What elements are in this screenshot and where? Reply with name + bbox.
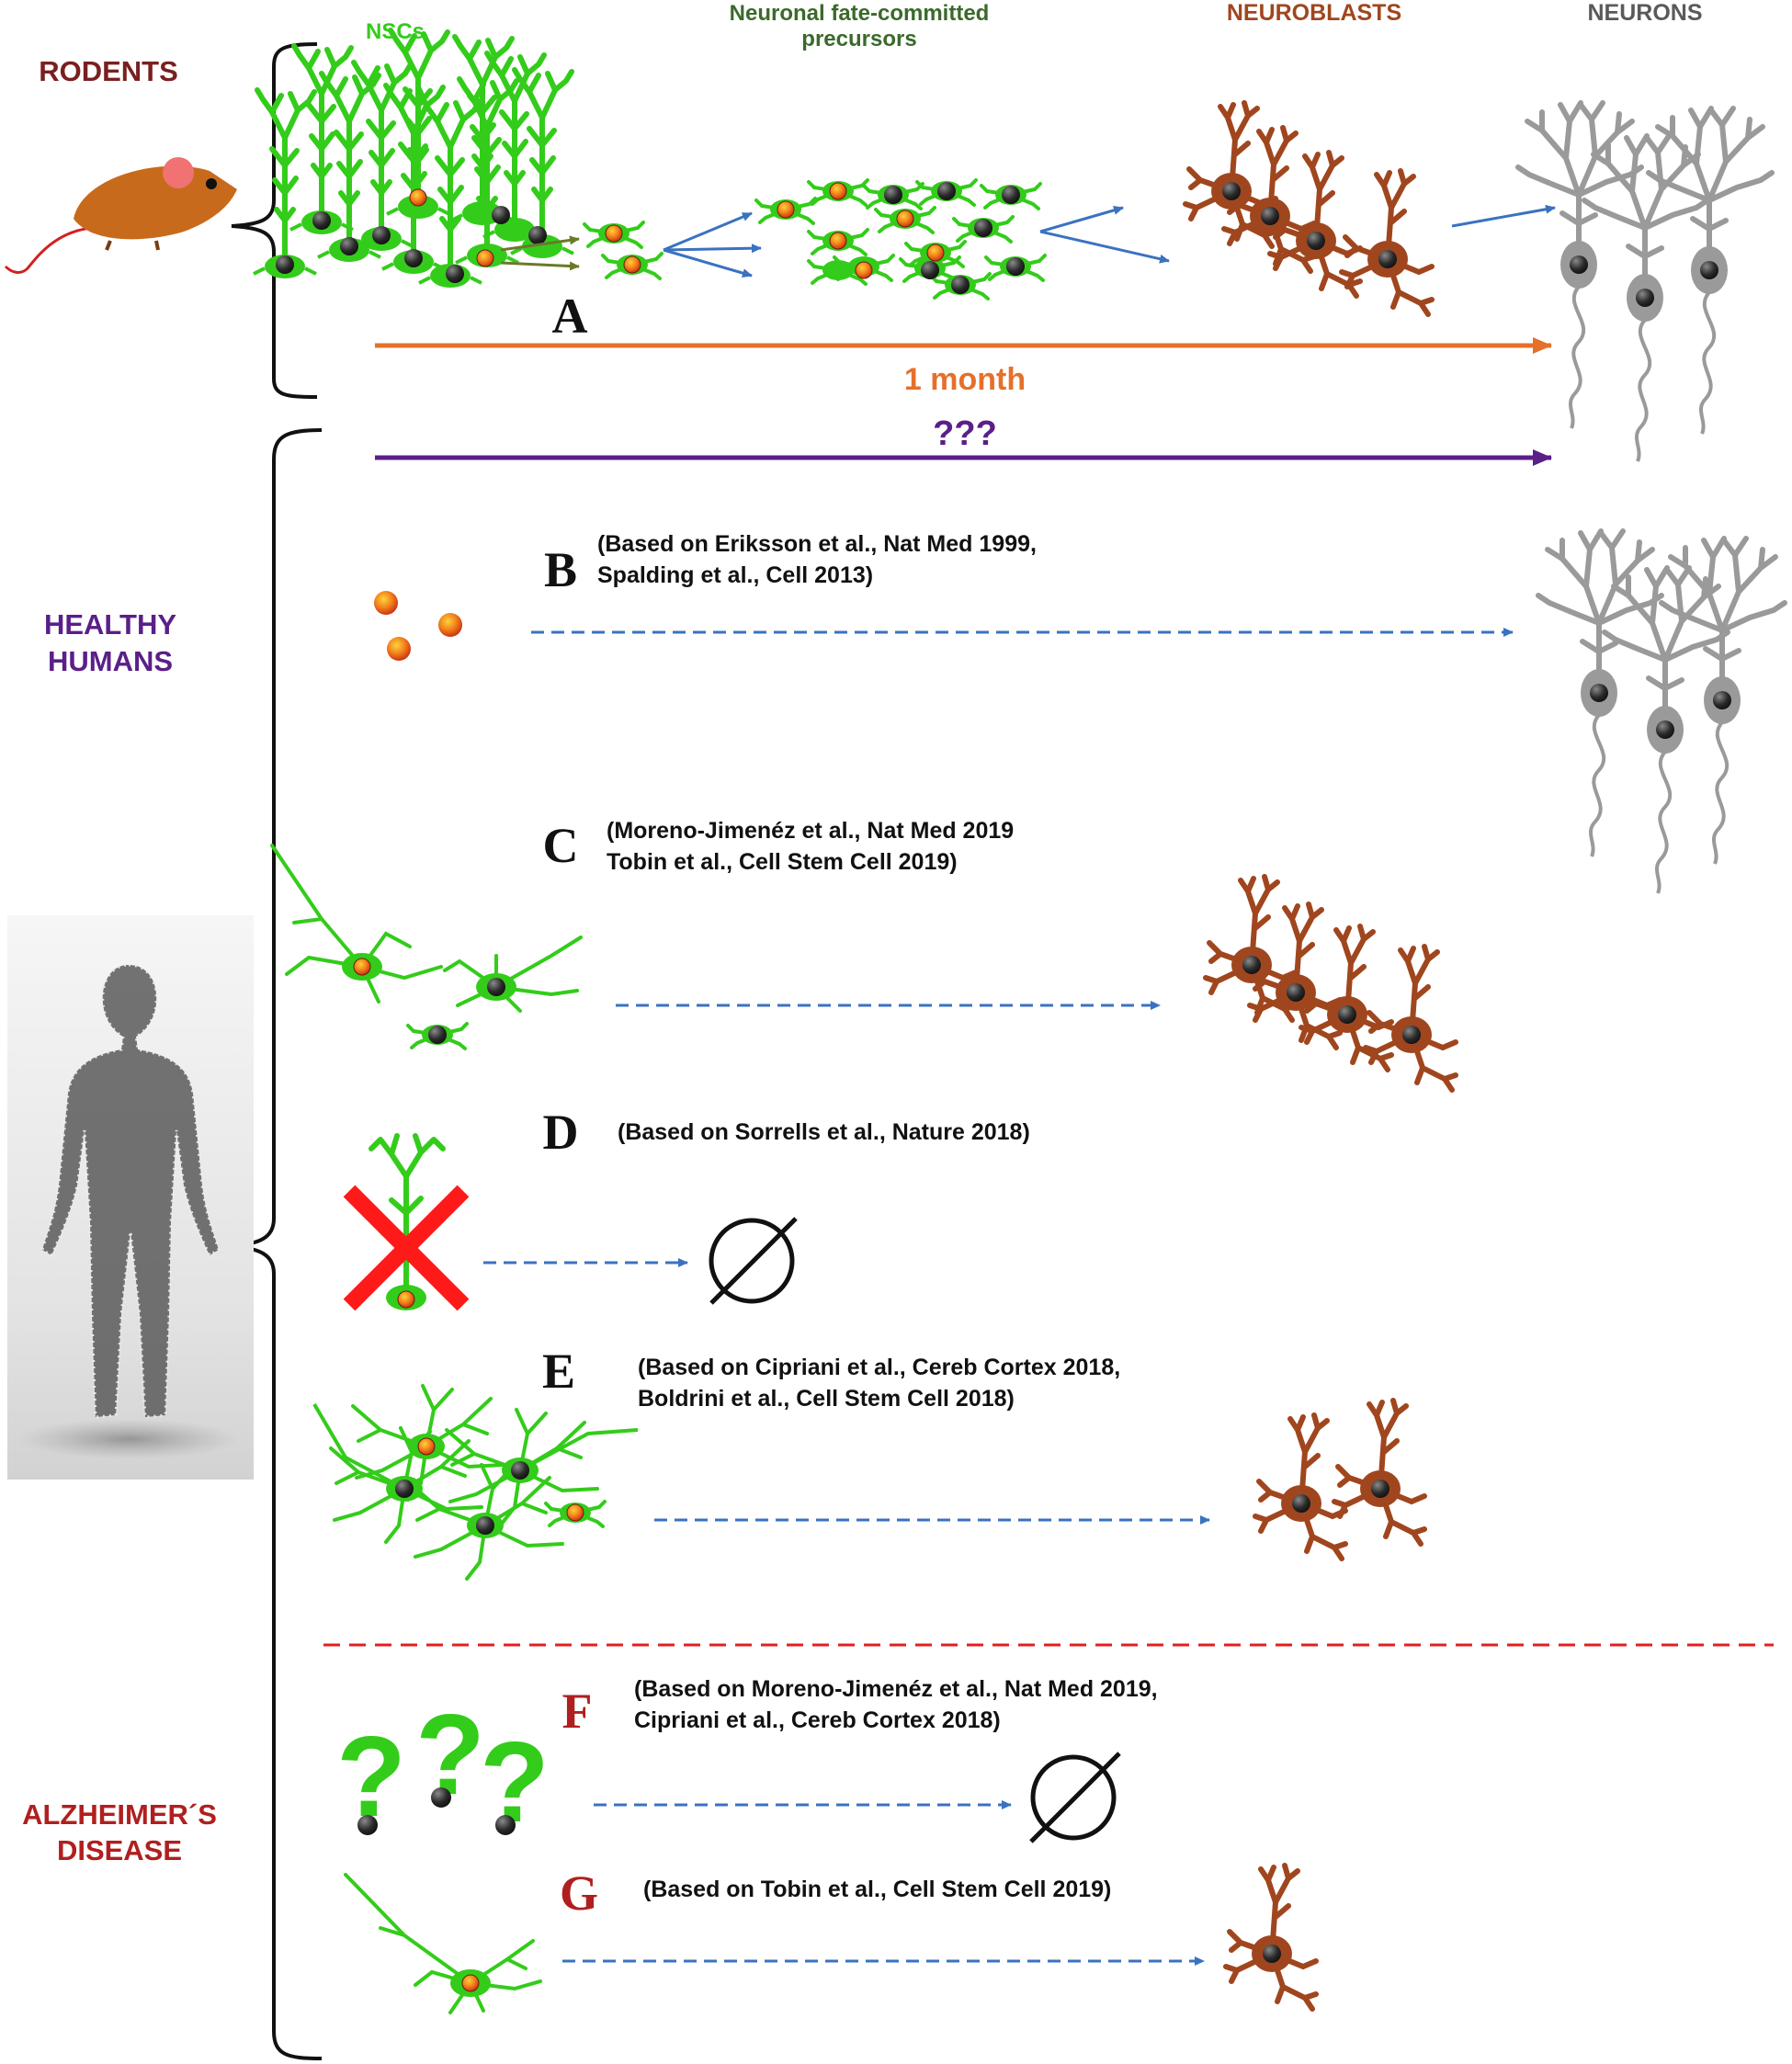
panel-f-ref-line2: Cipriani et al., Cereb Cortex 2018) <box>634 1707 1001 1733</box>
nsc-to-precursor-arrow-2 <box>500 261 580 271</box>
rodent-early-precursors <box>583 221 663 280</box>
human-figure-image <box>7 915 254 1480</box>
rodent-neuroblasts <box>1185 103 1432 314</box>
panel-d-ref-line1: (Based on Sorrells et al., Nature 2018) <box>618 1119 1030 1145</box>
header-neuroblasts: NEUROBLASTS <box>1227 0 1401 26</box>
panel-g-ref-line1: (Based on Tobin et al., Cell Stem Cell 2… <box>643 1877 1111 1902</box>
nsc-to-precursor-arrow-1 <box>500 235 580 252</box>
label-healthy-line1: HEALTHY <box>44 608 176 641</box>
mouse-icon <box>4 157 237 274</box>
panel-b-ref-line2: Spalding et al., Cell 2013) <box>597 562 873 588</box>
panel-e-ref-line1: (Based on Cipriani et al., Cereb Cortex … <box>638 1355 1120 1380</box>
panel-c-ref-line1: (Moreno-Jimenéz et al., Nat Med 2019 <box>607 818 1014 844</box>
label-rodents: RODENTS <box>39 55 178 87</box>
label-healthy-line2: HUMANS <box>48 645 173 677</box>
panel-g-nsc <box>344 1873 542 2014</box>
panel-d-empty-set-icon <box>709 1217 798 1305</box>
label-alz-line1: ALZHEIMER´S <box>22 1798 217 1831</box>
panel-b-ref-line1: (Based on Eriksson et al., Nat Med 1999, <box>597 531 1037 557</box>
header-precursors-line1: Neuronal fate-committed <box>730 1 990 26</box>
neuroblast-to-neuron-arrow <box>1451 204 1556 228</box>
label-alz-line2: DISEASE <box>57 1834 182 1866</box>
header-precursors-line2: precursors <box>801 27 916 51</box>
rodent-nsc-cluster <box>254 30 573 288</box>
panel-g-letter: G <box>560 1866 598 1921</box>
panel-f-ref-line1: (Based on Moreno-Jimenéz et al., Nat Med… <box>634 1676 1158 1702</box>
rodent-duration-label: 1 month <box>904 362 1026 397</box>
panel-d-cross-icon <box>343 1185 470 1311</box>
rodent-brace <box>231 42 318 399</box>
precursor-expansion-arrows <box>663 211 762 278</box>
panel-d-nsc <box>369 1133 446 1310</box>
panel-d-letter: D <box>543 1105 579 1160</box>
panel-f-letter: F <box>562 1684 593 1739</box>
rodent-committed-precursors <box>754 178 1047 301</box>
panel-c-neuroblasts <box>1206 877 1456 1090</box>
panel-f-question-marks: ? ? ? <box>336 1692 550 1846</box>
panel-f-empty-set-icon <box>1029 1752 1121 1843</box>
rodent-neurons <box>1518 103 1772 461</box>
panel-b-letter: B <box>544 542 577 597</box>
panel-e-nscs <box>312 1384 639 1581</box>
panel-c-nscs <box>270 844 583 1050</box>
panel-b-progenitor-nuclei <box>374 591 462 661</box>
header-neurons: NEURONS <box>1587 0 1702 26</box>
panel-a-letter: A <box>552 289 588 344</box>
panel-g-neuroblast <box>1226 1866 1316 2009</box>
panel-b-neurons <box>1538 531 1785 893</box>
panel-e-ref-line2: Boldrini et al., Cell Stem Cell 2018) <box>638 1386 1015 1412</box>
panel-e-letter: E <box>542 1344 575 1399</box>
panel-e-neuroblasts <box>1255 1401 1424 1559</box>
precursor-to-neuroblast-arrows <box>1039 205 1170 264</box>
human-duration-label: ??? <box>933 414 997 453</box>
panel-c-letter: C <box>543 818 579 873</box>
panel-c-ref-line2: Tobin et al., Cell Stem Cell 2019) <box>607 849 958 875</box>
